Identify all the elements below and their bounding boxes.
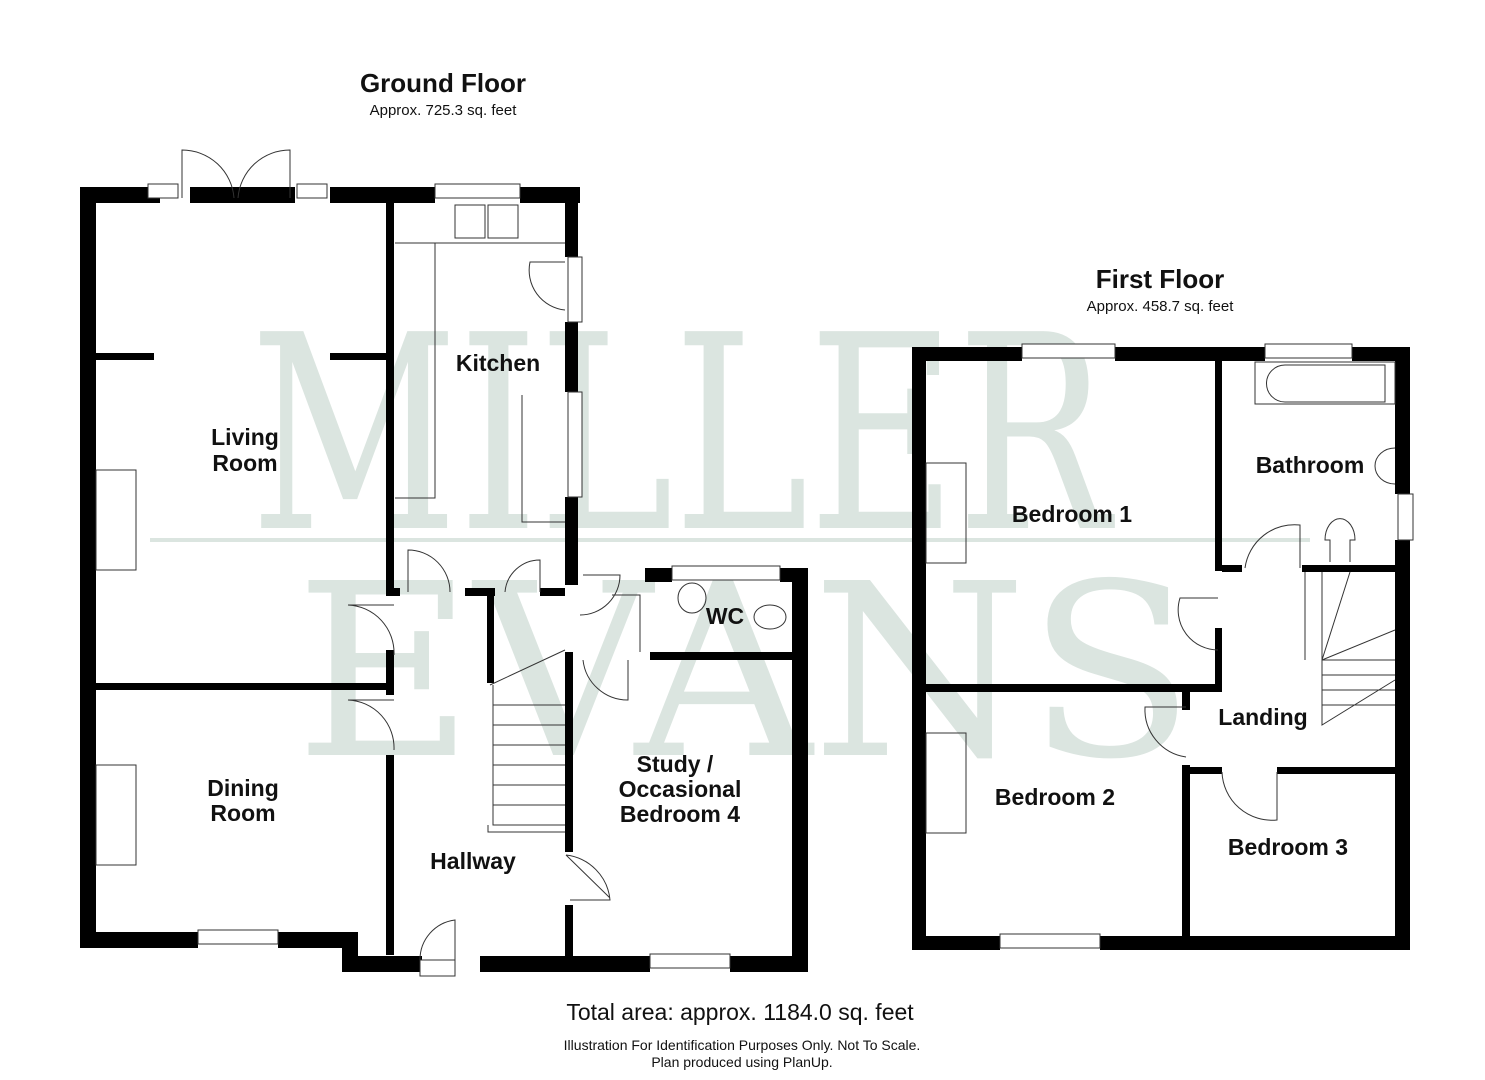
first-floor-area: Approx. 458.7 sq. feet bbox=[1087, 298, 1235, 315]
room-label-living: Living bbox=[211, 424, 279, 450]
produced-by: Plan produced using PlanUp. bbox=[651, 1054, 832, 1070]
room-label-hallway: Hallway bbox=[430, 848, 516, 874]
room-label-study: Bedroom 4 bbox=[620, 801, 740, 827]
first-floor-title: First Floor bbox=[1096, 264, 1225, 294]
disclaimer: Illustration For Identification Purposes… bbox=[564, 1037, 921, 1053]
ground-floor-plan bbox=[80, 149, 808, 977]
room-label-dining: Dining bbox=[207, 775, 279, 801]
room-label-wc: WC bbox=[706, 603, 744, 629]
ground-stairs bbox=[487, 649, 566, 833]
room-label-dining: Room bbox=[210, 800, 275, 826]
ground-floor-title: Ground Floor bbox=[360, 68, 526, 98]
first-stairs bbox=[1304, 571, 1396, 726]
room-label-bedroom2: Bedroom 2 bbox=[995, 784, 1115, 810]
room-label-study: Occasional bbox=[619, 776, 742, 802]
room-label-landing: Landing bbox=[1218, 704, 1307, 730]
room-label-bedroom3: Bedroom 3 bbox=[1228, 834, 1348, 860]
total-area: Total area: approx. 1184.0 sq. feet bbox=[566, 999, 914, 1025]
room-label-bedroom1: Bedroom 1 bbox=[1012, 501, 1132, 527]
room-label-study: Study / bbox=[637, 751, 714, 777]
room-label-kitchen: Kitchen bbox=[456, 350, 540, 376]
first-floor-plan bbox=[912, 343, 1414, 950]
room-label-living: Room bbox=[212, 450, 277, 476]
room-label-bathroom: Bathroom bbox=[1256, 452, 1365, 478]
ground-floor-area: Approx. 725.3 sq. feet bbox=[370, 102, 518, 119]
